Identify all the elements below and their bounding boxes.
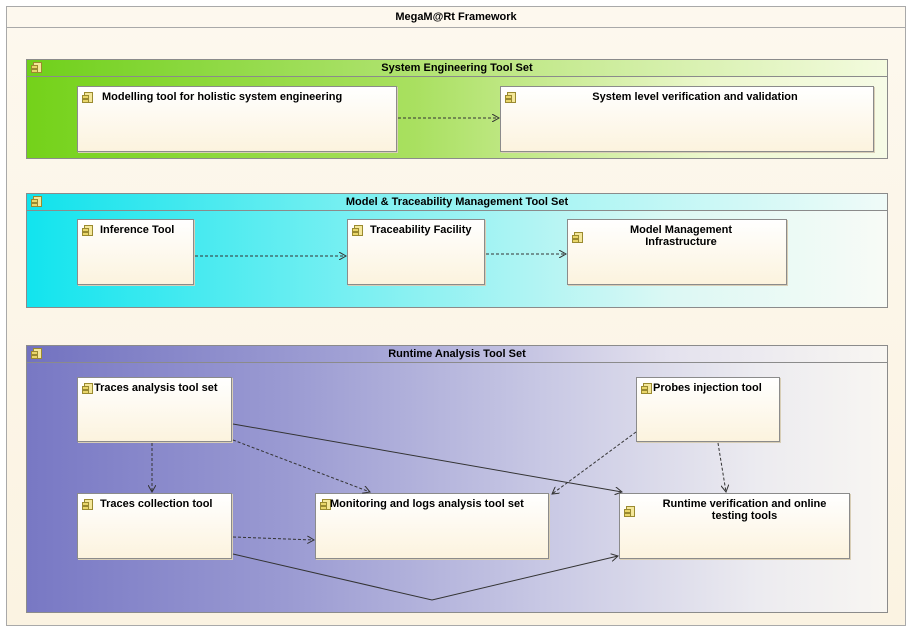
component-icon (31, 62, 42, 73)
component-traceability-facility[interactable]: Traceability Facility (347, 219, 485, 285)
component-model-management[interactable]: Model Management Infrastructure (567, 219, 787, 285)
package-header: Runtime Analysis Tool Set (27, 346, 887, 363)
package-title: Model & Traceability Management Tool Set (345, 196, 569, 208)
component-system-verification[interactable]: System level verification and validation (500, 86, 874, 152)
component-label: Traces analysis tool set (94, 382, 218, 394)
component-icon (641, 383, 652, 394)
component-icon (572, 232, 583, 243)
component-label: Runtime verification and online testing … (662, 498, 827, 522)
component-label: Modelling tool for holistic system engin… (102, 91, 343, 103)
package-header: Model & Traceability Management Tool Set (27, 194, 887, 211)
component-icon (320, 499, 331, 510)
component-label: Monitoring and logs analysis tool set (330, 498, 524, 510)
package-title: System Engineering Tool Set (381, 62, 533, 74)
component-label: Probes injection tool (653, 382, 762, 394)
component-label: System level verification and validation (592, 91, 798, 103)
component-label: Traceability Facility (370, 224, 472, 236)
component-icon (82, 92, 93, 103)
component-icon (624, 506, 635, 517)
component-icon (31, 196, 42, 207)
package-title: Runtime Analysis Tool Set (388, 348, 526, 360)
component-icon (505, 92, 516, 103)
component-icon (82, 383, 93, 394)
component-traces-collection[interactable]: Traces collection tool (77, 493, 232, 559)
component-probes-injection[interactable]: Probes injection tool (636, 377, 780, 442)
component-label: Model Management Infrastructure (629, 224, 733, 248)
component-inference-tool[interactable]: Inference Tool (77, 219, 194, 285)
component-label: Traces collection tool (100, 498, 213, 510)
component-icon (31, 348, 42, 359)
component-modelling-tool[interactable]: Modelling tool for holistic system engin… (77, 86, 397, 152)
component-monitoring-logs[interactable]: Monitoring and logs analysis tool set (315, 493, 549, 559)
component-icon (82, 225, 93, 236)
component-icon (82, 499, 93, 510)
package-header: System Engineering Tool Set (27, 60, 887, 77)
component-runtime-verification[interactable]: Runtime verification and online testing … (619, 493, 850, 559)
component-icon (352, 225, 363, 236)
framework-title: MegaM@Rt Framework (7, 7, 905, 28)
component-traces-analysis[interactable]: Traces analysis tool set (77, 377, 232, 442)
component-label: Inference Tool (100, 224, 175, 236)
